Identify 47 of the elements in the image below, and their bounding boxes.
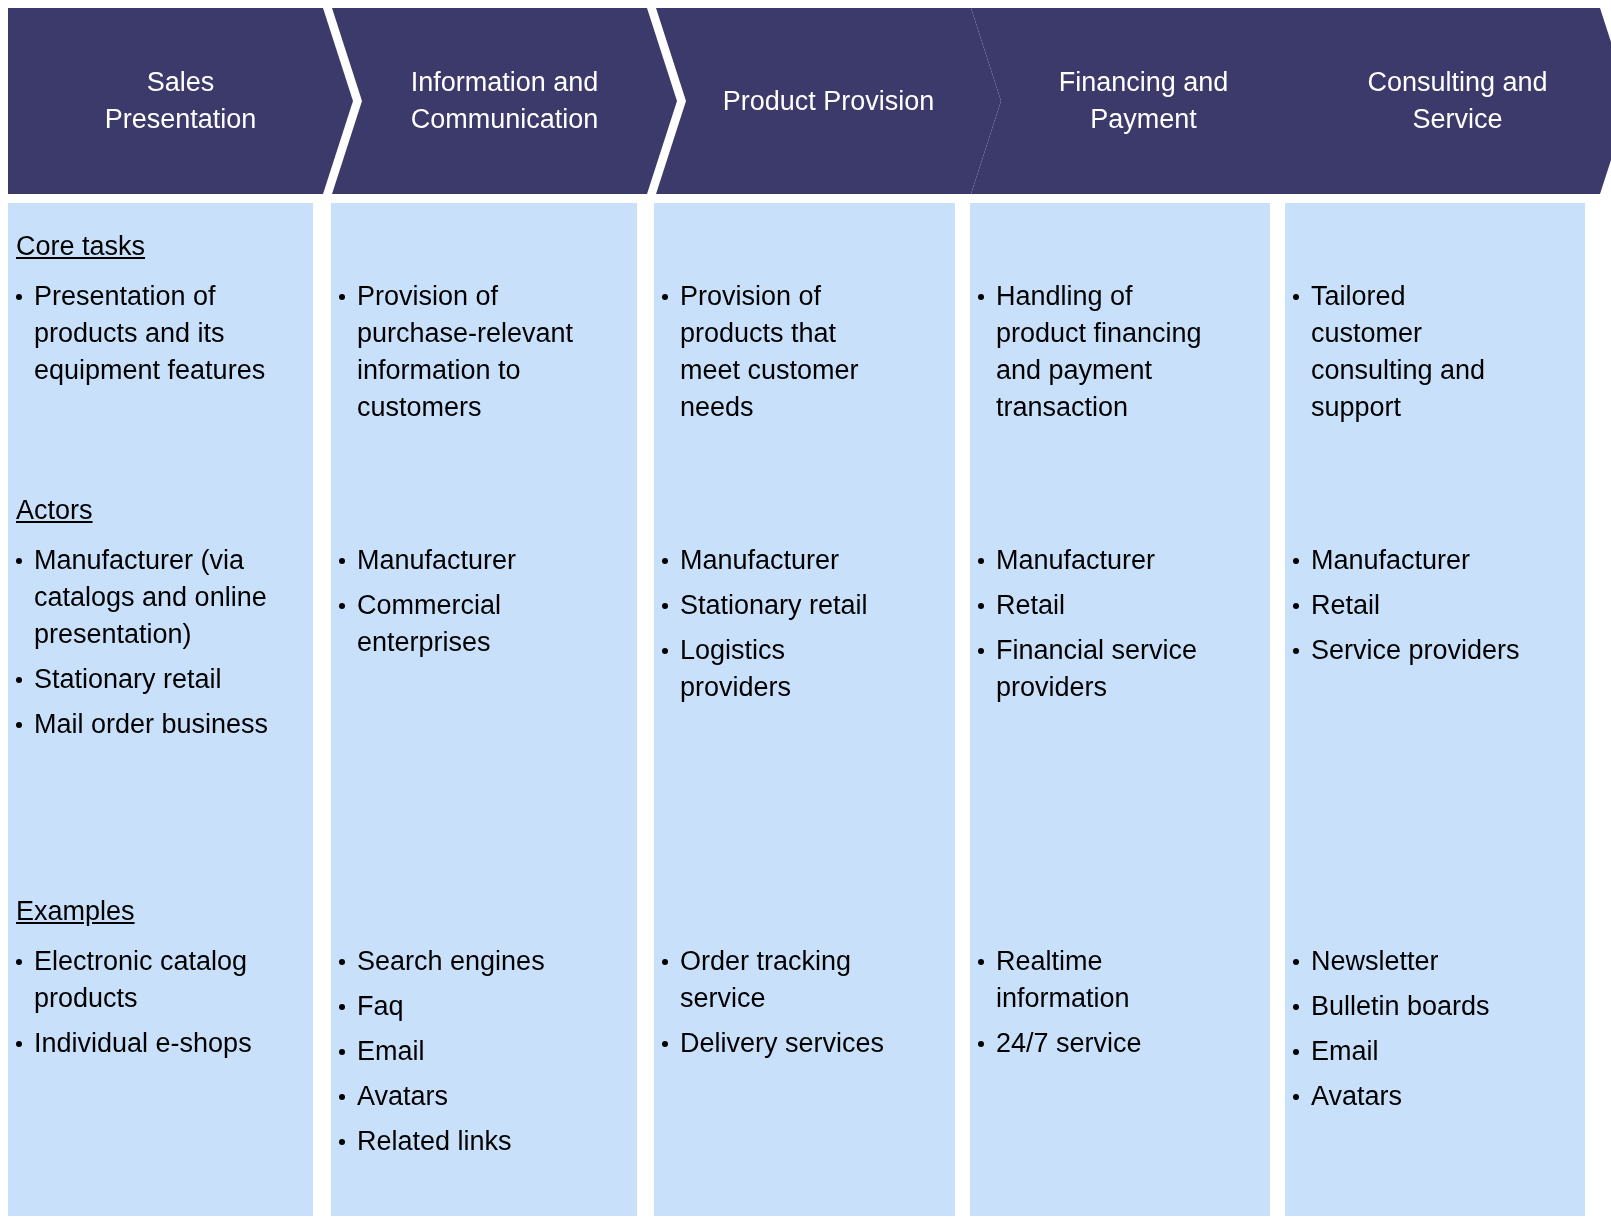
- list-item: Mail order business: [34, 708, 269, 741]
- list-item: Avatars: [1311, 1080, 1403, 1113]
- list-item: Logistics providers: [680, 634, 793, 704]
- list-item: Individual e-shops: [34, 1027, 252, 1060]
- stage-title: Financing and Payment: [1057, 66, 1230, 136]
- list-item: Order tracking service: [680, 945, 853, 1015]
- stage-title: Sales Presentation: [103, 66, 258, 136]
- list-item: Provision of purchase-relevant information to customers: [357, 280, 575, 424]
- list-item: Bulletin boards: [1311, 990, 1490, 1023]
- list-item: Retail: [1311, 589, 1381, 622]
- list-item: Manufacturer: [1311, 544, 1471, 577]
- list-item: Faq: [357, 990, 404, 1023]
- list-item: Email: [1311, 1035, 1379, 1068]
- column-panel: [1285, 203, 1585, 1216]
- column-panel: [8, 203, 313, 1216]
- section-heading: Examples: [16, 895, 135, 928]
- list-item: Retail: [996, 589, 1066, 622]
- stage-title: Product Provision: [722, 84, 935, 118]
- list-item: Stationary retail: [34, 663, 222, 696]
- section-heading: Actors: [16, 494, 93, 527]
- list-item: Related links: [357, 1125, 512, 1158]
- list-item: Email: [357, 1035, 425, 1068]
- section-heading: Core tasks: [16, 230, 146, 263]
- list-item: Realtime information: [996, 945, 1131, 1015]
- column-panel: [331, 203, 637, 1216]
- list-item: Delivery services: [680, 1027, 885, 1060]
- list-item: Avatars: [357, 1080, 449, 1113]
- list-item: Manufacturer (via catalogs and online presentation): [34, 544, 268, 651]
- list-item: Search engines: [357, 945, 545, 978]
- list-item: Handling of product financing and payment transaction: [996, 280, 1203, 424]
- list-item: Electronic catalog products: [34, 945, 249, 1015]
- list-item: Manufacturer: [996, 544, 1156, 577]
- stage-title: Information and Communication: [409, 66, 600, 136]
- list-item: Provision of products that meet customer needs: [680, 280, 860, 424]
- list-item: Service providers: [1311, 634, 1520, 667]
- list-item: Presentation of products and its equipment features: [34, 280, 267, 387]
- list-item: Stationary retail: [680, 589, 868, 622]
- stage-title: Consulting and Service: [1366, 66, 1549, 136]
- list-item: Manufacturer: [680, 544, 840, 577]
- list-item: Commercial enterprises: [357, 589, 503, 659]
- list-item: Newsletter: [1311, 945, 1439, 978]
- list-item: Financial service providers: [996, 634, 1199, 704]
- list-item: Tailored customer consulting and support: [1311, 280, 1487, 424]
- list-item: Manufacturer: [357, 544, 517, 577]
- column-panel: [654, 203, 955, 1216]
- column-panel: [970, 203, 1270, 1216]
- list-item: 24/7 service: [996, 1027, 1142, 1060]
